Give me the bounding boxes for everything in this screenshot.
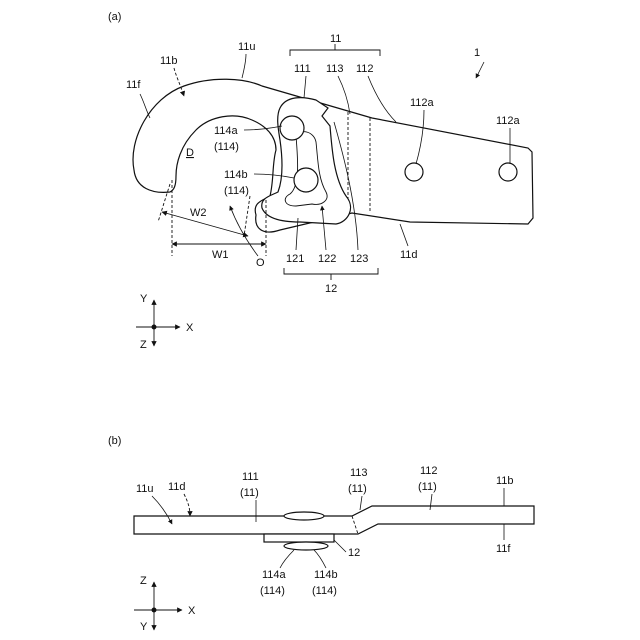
label-121: 121	[286, 253, 304, 265]
label-113-sub-b: (11)	[348, 483, 367, 495]
axis-origin-b	[152, 608, 157, 613]
w2-extension-right	[244, 196, 250, 236]
panel-label-b: (b)	[108, 435, 121, 447]
label-114b-b: 114b	[314, 569, 338, 581]
leader-11f	[140, 94, 150, 118]
leader-12-b	[334, 540, 346, 552]
pin-114a	[280, 116, 304, 140]
pin-top-view	[284, 512, 324, 520]
leader-114b-b	[314, 550, 326, 568]
leader-111	[304, 76, 306, 98]
leader-O	[230, 206, 258, 256]
label-W1: W1	[212, 249, 229, 261]
label-12: 12	[325, 283, 337, 295]
label-112-sub-b: (11)	[418, 481, 437, 493]
label-114a: 114a	[214, 125, 239, 137]
axes-b: Z X Y	[134, 575, 196, 633]
arrow-1	[476, 62, 484, 78]
label-122: 122	[318, 253, 336, 265]
leader-11d	[400, 224, 408, 246]
label-114b: 114b	[224, 169, 248, 181]
hole-112a-left	[405, 163, 423, 181]
hole-112a-right	[499, 163, 517, 181]
axis-y-label-b: Y	[140, 621, 148, 633]
pin-114-bottom	[284, 542, 328, 550]
label-11d-b: 11d	[168, 481, 186, 493]
axis-z-label-a: Z	[140, 339, 147, 351]
label-11d: 11d	[400, 249, 418, 261]
label-11u-b: 11u	[136, 483, 154, 495]
pin-114b	[294, 168, 318, 192]
axis-z-label-b: Z	[140, 575, 147, 587]
label-112a-right: 112a	[496, 115, 521, 127]
label-113-b: 113	[350, 467, 368, 479]
label-114b-sub: (114)	[224, 185, 249, 197]
label-114a-b: 114a	[262, 569, 287, 581]
label-123: 123	[350, 253, 368, 265]
label-11u: 11u	[238, 41, 256, 53]
label-W2: W2	[190, 207, 207, 219]
label-11f-b: 11f	[496, 543, 511, 555]
label-O: O	[256, 257, 265, 269]
plate-side-view	[134, 506, 534, 534]
label-113: 113	[326, 63, 344, 75]
label-112-b: 112	[420, 465, 438, 477]
leader-113-b	[360, 496, 362, 510]
label-114a-sub-b: (114)	[260, 585, 285, 597]
axis-x-label-a: X	[186, 322, 194, 334]
bracket-11	[290, 50, 380, 56]
figure-a: (a) 11 12 111 113 112 1 112a	[108, 11, 533, 351]
bracket-12	[284, 268, 378, 274]
leader-112	[368, 76, 396, 122]
label-114a-sub: (114)	[214, 141, 239, 153]
label-1: 1	[474, 47, 480, 59]
label-12-b: 12	[348, 547, 360, 559]
lever-12-side	[264, 534, 334, 542]
axis-origin-a	[152, 325, 157, 330]
leader-11u	[242, 54, 246, 78]
label-11f: 11f	[126, 79, 141, 91]
leader-11d-b	[184, 494, 190, 516]
figure-b: (b) 11u 11d 111 (11) 113 (11) 112 (11) 1…	[108, 435, 534, 633]
label-114b-sub-b: (114)	[312, 585, 337, 597]
label-111-b: 111	[242, 471, 259, 483]
axis-y-label-a: Y	[140, 293, 148, 305]
axis-x-label-b: X	[188, 605, 196, 617]
leader-114a-b	[280, 550, 294, 568]
axes-a: Y X Z	[136, 293, 194, 351]
panel-label-a: (a)	[108, 11, 121, 23]
label-11b: 11b	[160, 55, 178, 67]
label-11b-b: 11b	[496, 475, 514, 487]
label-112: 112	[356, 63, 374, 75]
label-111: 111	[294, 63, 311, 75]
label-111-sub-b: (11)	[240, 487, 259, 499]
label-11: 11	[330, 33, 341, 45]
label-112a-left: 112a	[410, 97, 435, 109]
label-D: D	[186, 147, 194, 159]
